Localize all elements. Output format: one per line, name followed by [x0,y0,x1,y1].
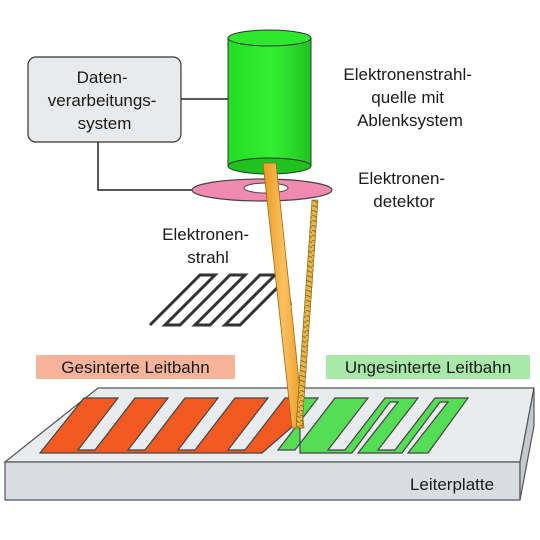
unsintered-label-bg [326,355,530,379]
beam-label: Elektronen- strahl [162,225,254,267]
sintered-label: Gesinterte Leitbahn [61,358,209,377]
unsintered-label: Ungesinterte Leitbahn [345,358,511,377]
electron-detector [191,178,333,202]
board-label: Leiterplatte [410,475,494,494]
detector-coil [295,199,319,429]
unsintered-track [276,397,470,454]
detector-label: Elektronen- detektor [358,169,450,211]
scan-path [148,273,292,327]
beam-source-label: Elektronenstrahl- quelle mit Ablenksyste… [343,65,476,130]
sintered-label-bg [36,355,235,379]
electron-beam [262,162,305,429]
beam-source-cylinder [227,29,312,175]
connection-lines [97,98,230,191]
processing-label: Daten- verarbeitungs- system [48,68,161,133]
